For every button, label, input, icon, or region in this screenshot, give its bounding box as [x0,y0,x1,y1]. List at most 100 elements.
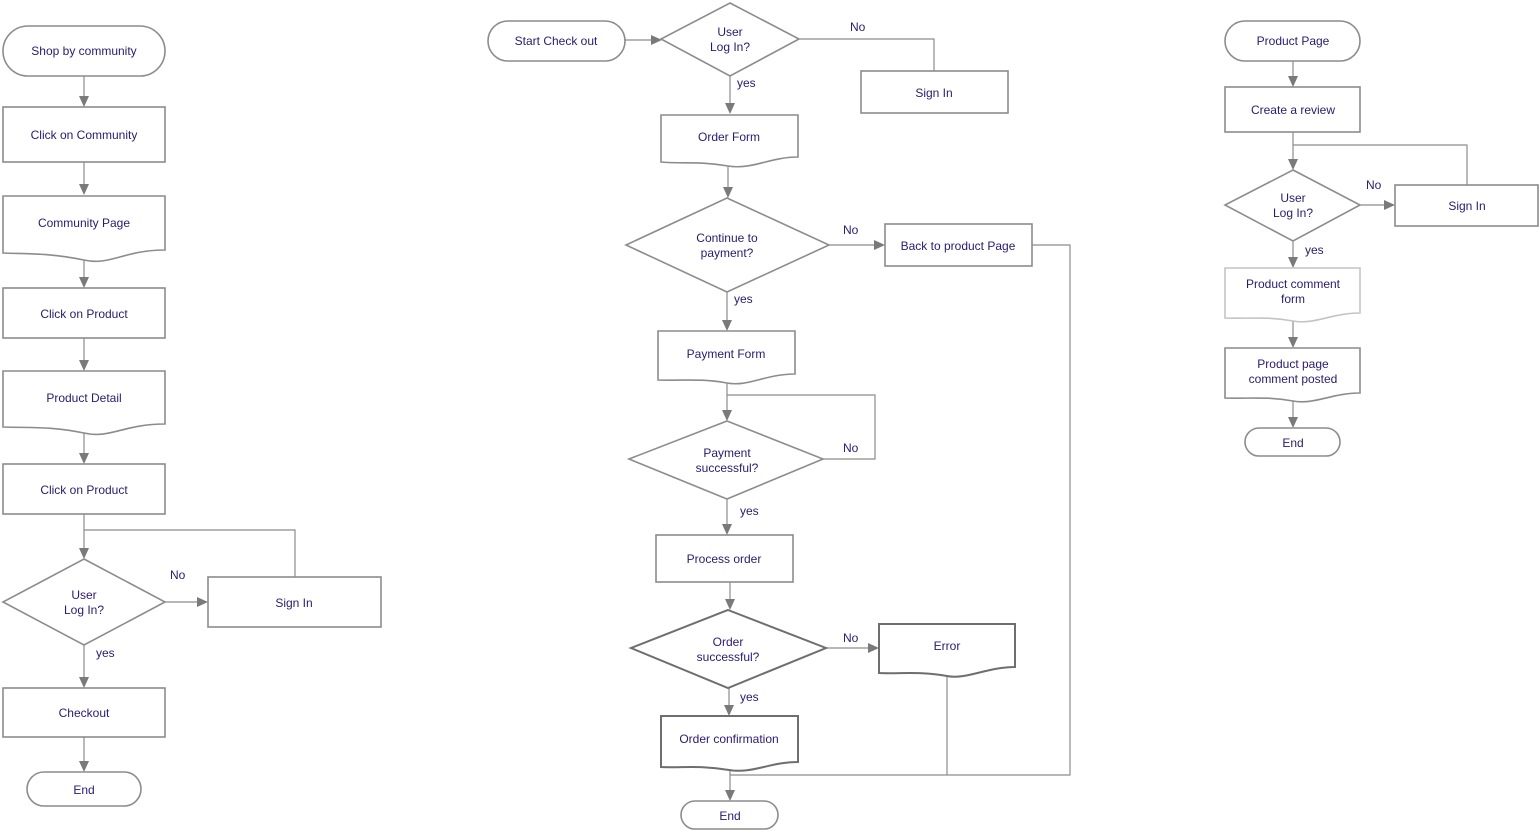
arrowhead [79,184,89,195]
start-label: Start Check out [515,34,598,48]
arrowhead [1288,76,1298,87]
no-label: No [1366,178,1382,192]
arrowhead [79,453,89,464]
start-terminator[interactable] [2,25,166,77]
document-product-comment-form[interactable] [1224,267,1361,323]
start-label: Shop by community [31,44,136,58]
process-click-community[interactable] [2,106,166,163]
process-checkout[interactable] [2,687,166,738]
start-terminator[interactable] [487,20,626,62]
end-label: End [73,783,94,797]
process-sign-in[interactable] [1394,184,1539,227]
end-label: End [719,809,740,823]
process-process-order[interactable] [655,534,794,583]
arrowhead [197,597,208,607]
decision-label-line1: Payment [703,446,751,460]
arrowhead [79,360,89,371]
decision-user-log-in[interactable] [1,558,167,646]
arrowhead [1288,337,1298,348]
arrowhead [722,524,732,535]
process-label: Back to product Page [901,239,1016,253]
decision-label-line2: successful? [697,650,760,664]
document-order-form[interactable] [660,114,799,168]
process-click-product-2[interactable] [2,463,166,515]
arrowhead [79,277,89,288]
document-label-line2: form [1281,292,1305,306]
decision-label-line1: User [717,25,742,39]
document-label: Community Page [38,216,130,230]
start-label: Product Page [1257,34,1330,48]
decision-label-line2: payment? [701,246,754,260]
arrowhead [79,548,89,559]
arrowhead [725,790,735,801]
yes-label: yes [96,646,115,660]
document-label: Error [934,639,961,653]
document-label-line1: Product page [1257,357,1329,371]
yes-label: yes [740,690,759,704]
yes-label: yes [1305,243,1324,257]
end-terminator[interactable] [1244,427,1341,457]
process-sign-in[interactable] [860,70,1009,114]
decision-user-log-in[interactable] [659,2,801,77]
process-label: Sign In [1448,199,1485,213]
end-terminator[interactable] [26,771,142,807]
decision-label-line1: User [1280,191,1305,205]
connector-signin-return [1293,144,1468,185]
decision-order-successful[interactable] [628,608,829,690]
connector-no [799,38,935,71]
document-error[interactable] [878,623,1016,678]
start-terminator[interactable] [1224,20,1361,62]
decision-payment-successful[interactable] [626,420,826,500]
end-label: End [1282,436,1303,450]
arrowhead [868,643,879,653]
decision-label-line2: Log In? [710,40,750,54]
no-label: No [843,223,859,237]
arrowhead [723,187,733,198]
decision-label-line2: successful? [696,461,759,475]
arrowhead [1288,257,1298,268]
document-comment-posted[interactable] [1224,347,1361,403]
process-label: Checkout [59,706,110,720]
process-back-to-product-page[interactable] [884,223,1033,267]
no-label: No [170,568,186,582]
arrowhead [874,240,885,250]
document-product-detail[interactable] [2,370,166,436]
decision-label-line2: Log In? [64,603,104,617]
arrowhead [79,761,89,772]
process-label: Click on Community [31,128,138,142]
connector-payment-retry [727,394,876,460]
decision-label-line1: User [71,588,96,602]
flow-shop-by-community: Shop by community Click on Community Com… [1,25,382,807]
document-label: Order Form [698,130,760,144]
arrowhead [79,677,89,688]
document-label: Payment Form [687,347,766,361]
yes-label: yes [740,504,759,518]
process-sign-in[interactable] [207,576,382,628]
arrowhead [1288,159,1298,170]
arrowhead [724,705,734,716]
connector-signin-return [84,529,296,577]
document-order-confirmation[interactable] [660,715,799,772]
decision-user-log-in[interactable] [1223,169,1362,242]
arrowhead [725,103,735,114]
decision-continue-to-payment[interactable] [624,197,831,293]
process-click-product[interactable] [2,287,166,339]
document-label: Product Detail [46,391,121,405]
document-community-page[interactable] [2,195,166,263]
arrowhead [1288,417,1298,428]
decision-label-line2: Log In? [1273,206,1313,220]
yes-label: yes [737,76,756,90]
arrowhead [722,320,732,331]
process-label: Sign In [275,596,312,610]
no-label: No [850,20,866,34]
end-terminator[interactable] [680,800,779,830]
process-create-review[interactable] [1224,86,1361,133]
process-label: Process order [687,552,762,566]
no-label: No [843,631,859,645]
arrowhead [651,35,662,45]
arrowhead [79,96,89,107]
document-payment-form[interactable] [657,330,796,385]
process-label: Click on Product [40,483,128,497]
document-label-line2: comment posted [1249,372,1338,386]
flow-start-check-out: Start Check out User Log In? No yes Sign… [487,2,1071,830]
